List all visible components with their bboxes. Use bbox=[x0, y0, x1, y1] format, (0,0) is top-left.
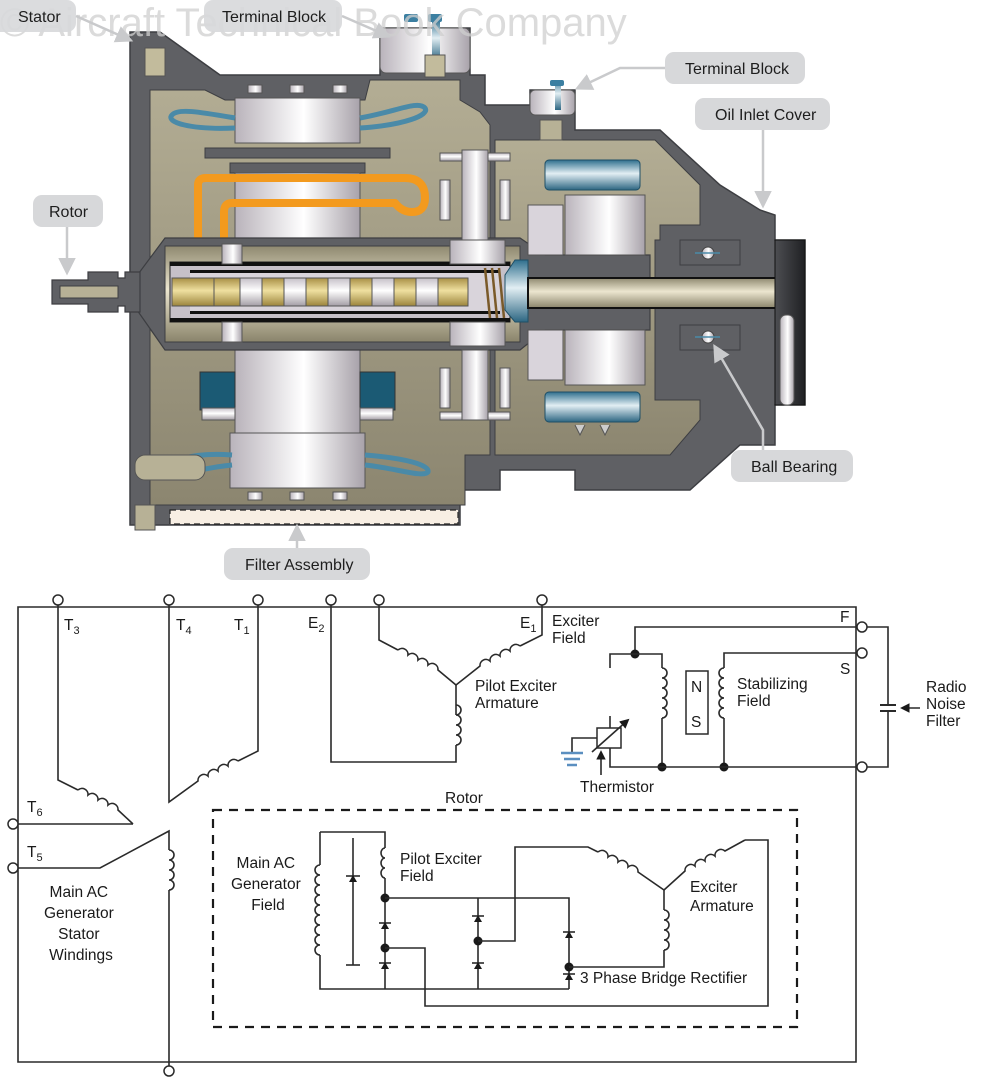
terminal-T3 bbox=[52, 594, 64, 606]
label-main-ac-stator: Main AC Generator Stator Windings bbox=[44, 884, 118, 964]
exciter-armature-coil-left bbox=[597, 849, 665, 891]
label-exciter-field-top: Exciter Field bbox=[552, 613, 604, 647]
label-pilot-exciter-field: Pilot Exciter Field bbox=[400, 851, 486, 885]
label-main-ac-field: Main AC Generator Field bbox=[231, 855, 305, 914]
filter-assembly bbox=[169, 509, 459, 525]
pilot-armature-coil-right bbox=[455, 643, 521, 686]
callout-terminal-block-right: Terminal Block bbox=[685, 61, 790, 78]
main-field-coil bbox=[314, 864, 321, 956]
label-E2: E2 bbox=[308, 615, 324, 635]
label-exciter-armature: Exciter Armature bbox=[690, 879, 754, 915]
roller-bottom bbox=[544, 391, 641, 423]
rotor-boundary bbox=[211, 808, 799, 1029]
label-T1: T1 bbox=[234, 617, 250, 637]
terminal-block-right bbox=[529, 89, 576, 116]
callout-terminal-block-top: Terminal Block bbox=[222, 9, 327, 26]
oil-line bbox=[194, 174, 429, 262]
stator-core-top bbox=[234, 97, 361, 144]
callout-stator: Stator bbox=[18, 9, 61, 26]
terminal-T1 bbox=[252, 594, 264, 606]
pilot-exciter-field-coil bbox=[380, 847, 386, 879]
roller-top bbox=[544, 159, 641, 191]
generator-cutaway bbox=[51, 14, 806, 531]
label-bridge-rectifier: 3 Phase Bridge Rectifier bbox=[580, 970, 747, 987]
stabilizing-field-coil bbox=[718, 667, 725, 719]
label-E1: E1 bbox=[520, 615, 536, 635]
terminal-T4 bbox=[163, 594, 175, 606]
label-T4: T4 bbox=[176, 617, 192, 637]
exciter-armature-coil-right bbox=[663, 839, 746, 891]
stator-coil-T3 bbox=[77, 787, 134, 825]
callouts: Stator Terminal Block Terminal Block Oil… bbox=[0, 0, 853, 580]
label-rotor: Rotor bbox=[445, 790, 483, 807]
terminal-ground-return bbox=[856, 761, 868, 773]
callout-ball-bearing: Ball Bearing bbox=[751, 459, 837, 476]
callout-rotor: Rotor bbox=[49, 204, 89, 221]
callout-oil-inlet-cover: Oil Inlet Cover bbox=[715, 107, 817, 124]
label-F: F bbox=[840, 609, 849, 626]
label-T5: T5 bbox=[27, 844, 43, 864]
stator-core-bottom bbox=[234, 344, 361, 436]
pilot-armature-coil-left bbox=[397, 647, 457, 686]
stator-coil-T1 bbox=[168, 605, 239, 804]
stator-coil-T5 bbox=[168, 849, 175, 891]
terminal-bottom bbox=[163, 1065, 175, 1077]
pump-gear-top bbox=[439, 149, 511, 241]
terminal-E2 bbox=[325, 594, 337, 606]
terminal-T6 bbox=[7, 818, 19, 830]
pump-gear-bottom bbox=[439, 349, 511, 421]
wiring-schematic: T3 T4 T1 E2 E1 T6 T5 F S Main AC Generat… bbox=[7, 594, 971, 1077]
terminal-F bbox=[856, 621, 868, 633]
terminal-pilot bbox=[373, 594, 385, 606]
magnet-s: S bbox=[691, 714, 701, 731]
callout-filter-assembly: Filter Assembly bbox=[245, 557, 353, 574]
main-shaft bbox=[527, 277, 799, 309]
pilot-armature-coil-bottom bbox=[455, 704, 462, 746]
terminal-T5 bbox=[7, 862, 19, 874]
terminal-S bbox=[856, 647, 868, 659]
label-S: S bbox=[840, 661, 850, 678]
label-pilot-exciter-armature: Pilot Exciter Armature bbox=[475, 678, 561, 712]
label-thermistor: Thermistor bbox=[580, 779, 654, 796]
label-T6: T6 bbox=[27, 799, 43, 819]
label-stabilizing-field: Stabilizing Field bbox=[737, 676, 812, 710]
label-radio-noise-filter: Radio Noise Filter bbox=[926, 679, 971, 730]
permanent-magnet bbox=[685, 670, 709, 735]
exciter-field-coil bbox=[661, 667, 668, 719]
terminal-E1 bbox=[536, 594, 548, 606]
outer-frame bbox=[17, 606, 857, 1063]
exciter-armature-coil-bottom bbox=[663, 909, 670, 951]
magnet-n: N bbox=[691, 679, 702, 696]
rotor-segments bbox=[171, 277, 469, 307]
ground-icon bbox=[561, 751, 583, 767]
label-T3: T3 bbox=[64, 617, 80, 637]
rotor-hub bbox=[504, 259, 529, 323]
